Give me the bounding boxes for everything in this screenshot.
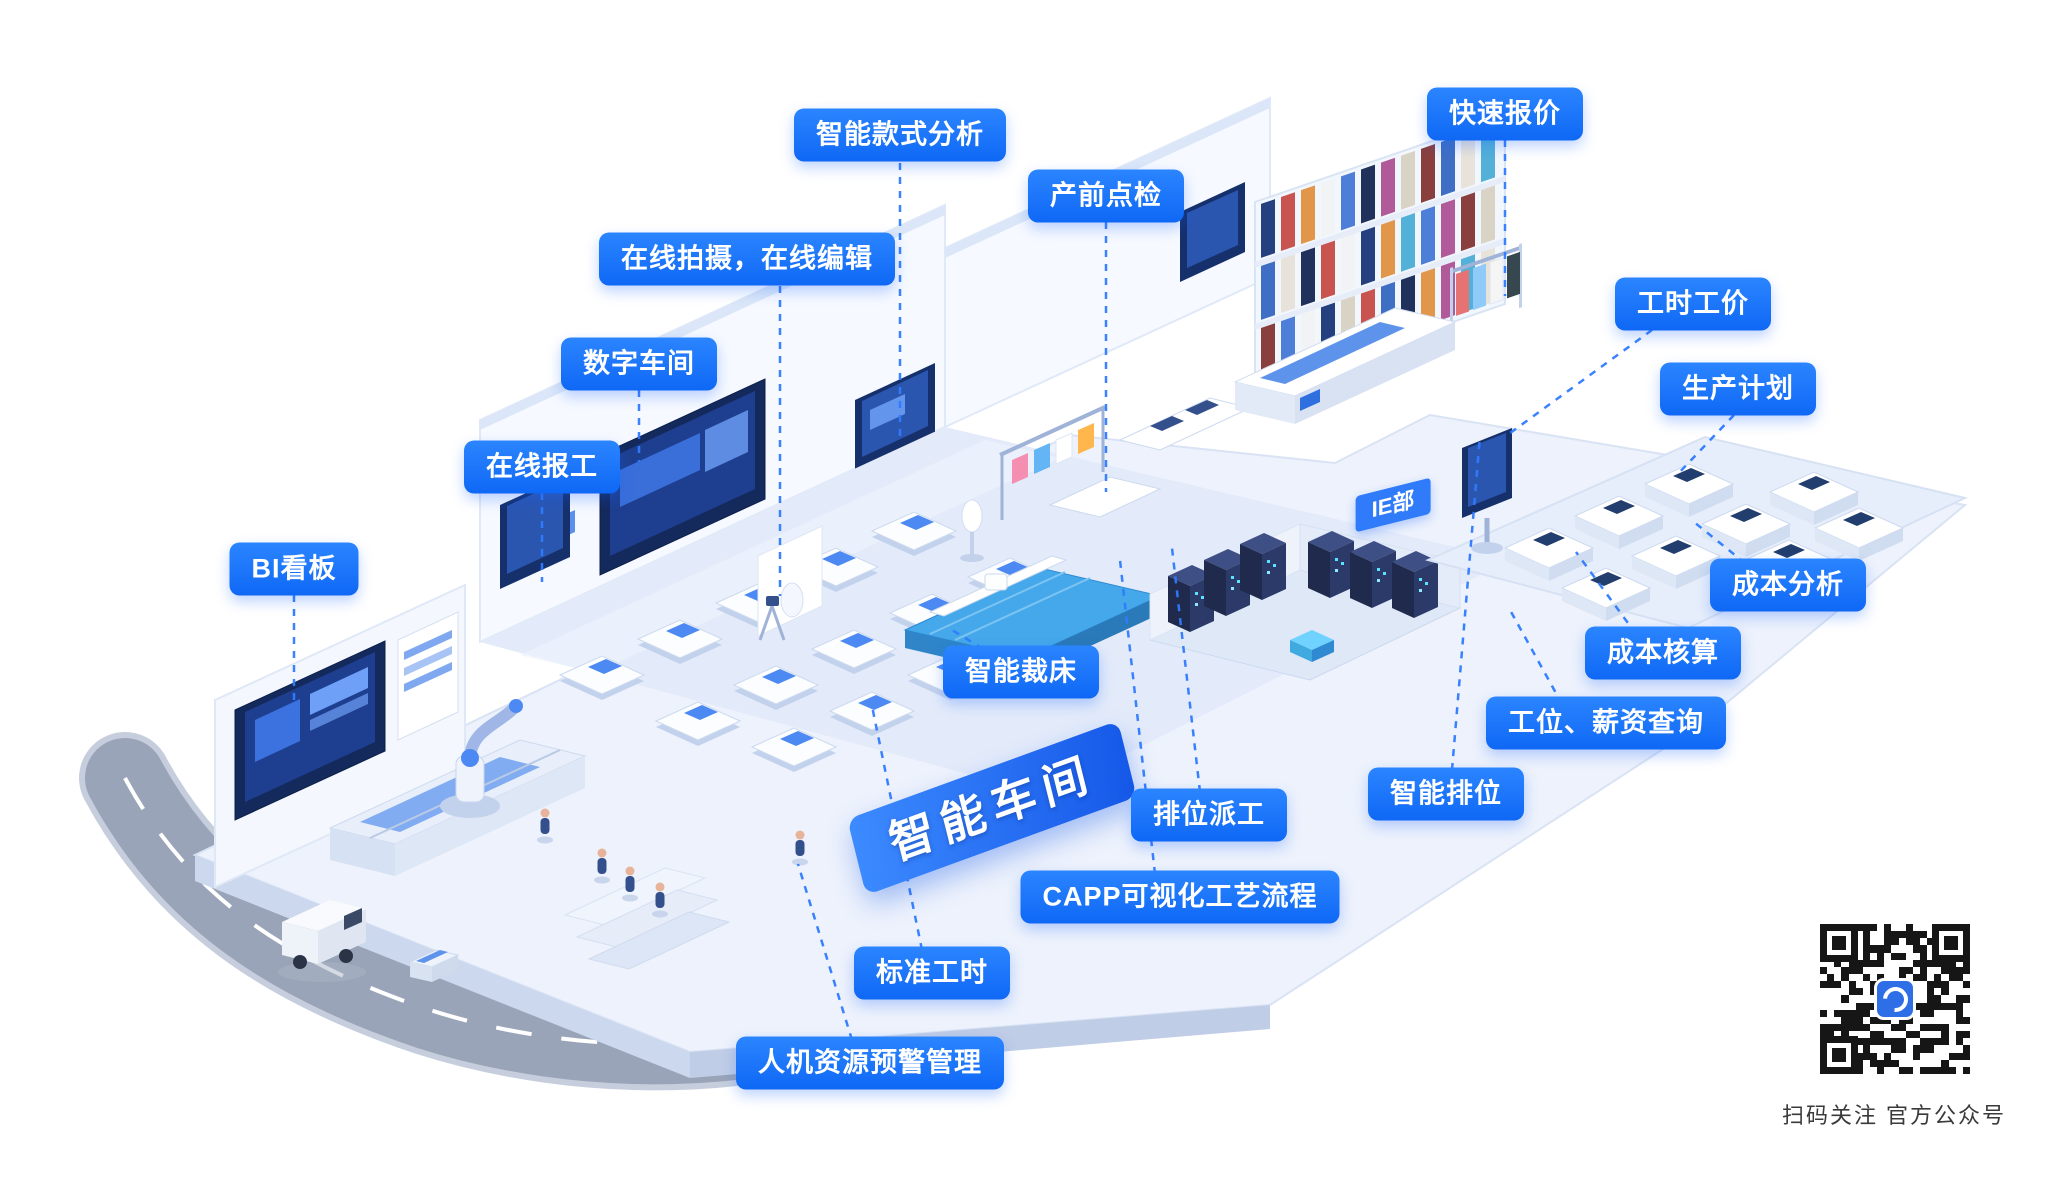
digital-printer	[1233, 307, 1457, 424]
label-labor-hour-price: 工时工价	[1615, 277, 1771, 331]
connector-labor-hour-price	[1505, 328, 1653, 438]
connector-capp-visual-process	[1118, 559, 1157, 875]
qr-finder-topright	[1932, 924, 1970, 962]
connector-production-plan	[1675, 414, 1735, 477]
connector-cost-accounting	[1574, 551, 1638, 635]
label-bi-dashboard: BI看板	[229, 542, 359, 596]
qr-finder-bottomleft	[1820, 1036, 1858, 1074]
fabric-shelf	[1254, 114, 1506, 392]
qr-caption: 扫码关注 官方公众号	[1781, 1103, 2007, 1128]
label-digital-workshop: 数字车间	[561, 337, 717, 391]
label-production-plan: 生产计划	[1660, 362, 1816, 416]
connector-station-salary-query	[1508, 609, 1564, 705]
garment-racks	[960, 405, 1162, 562]
label-pre-production-check: 产前点检	[1028, 169, 1184, 223]
label-cost-accounting: 成本核算	[1585, 626, 1741, 680]
label-smart-style-analysis: 智能款式分析	[794, 108, 1006, 162]
label-cost-analysis: 成本分析	[1710, 558, 1866, 612]
ie-office	[1424, 428, 1969, 630]
label-standard-hours: 标准工时	[854, 946, 1010, 1000]
agv-cart	[408, 949, 460, 982]
delivery-van	[278, 900, 366, 982]
display-kiosk	[1462, 428, 1512, 554]
bi-wall	[214, 583, 466, 889]
label-smart-cutting-bed: 智能裁床	[943, 645, 1099, 699]
qr-finder-topleft	[1820, 924, 1858, 962]
connector-smart-seating	[1450, 435, 1482, 771]
qr-logo	[1874, 978, 1916, 1020]
label-station-salary-query: 工位、薪资查询	[1486, 696, 1726, 750]
photo-studio	[757, 525, 823, 641]
qr-code	[1814, 918, 1976, 1080]
label-quick-quote: 快速报价	[1427, 87, 1583, 141]
connector-seat-dispatch	[1170, 547, 1202, 793]
robot-arm	[440, 699, 523, 818]
label-smart-seating: 智能排位	[1368, 767, 1524, 821]
connector-man-machine-warning	[796, 863, 854, 1041]
label-seat-dispatch: 排位派工	[1131, 788, 1287, 842]
label-online-work-report: 在线报工	[464, 440, 620, 494]
label-man-machine-warning: 人机资源预警管理	[736, 1036, 1004, 1090]
server-room	[1148, 523, 1462, 681]
label-capp-visual-process: CAPP可视化工艺流程	[1020, 870, 1340, 924]
label-online-shoot-edit: 在线拍摄，在线编辑	[599, 232, 895, 286]
